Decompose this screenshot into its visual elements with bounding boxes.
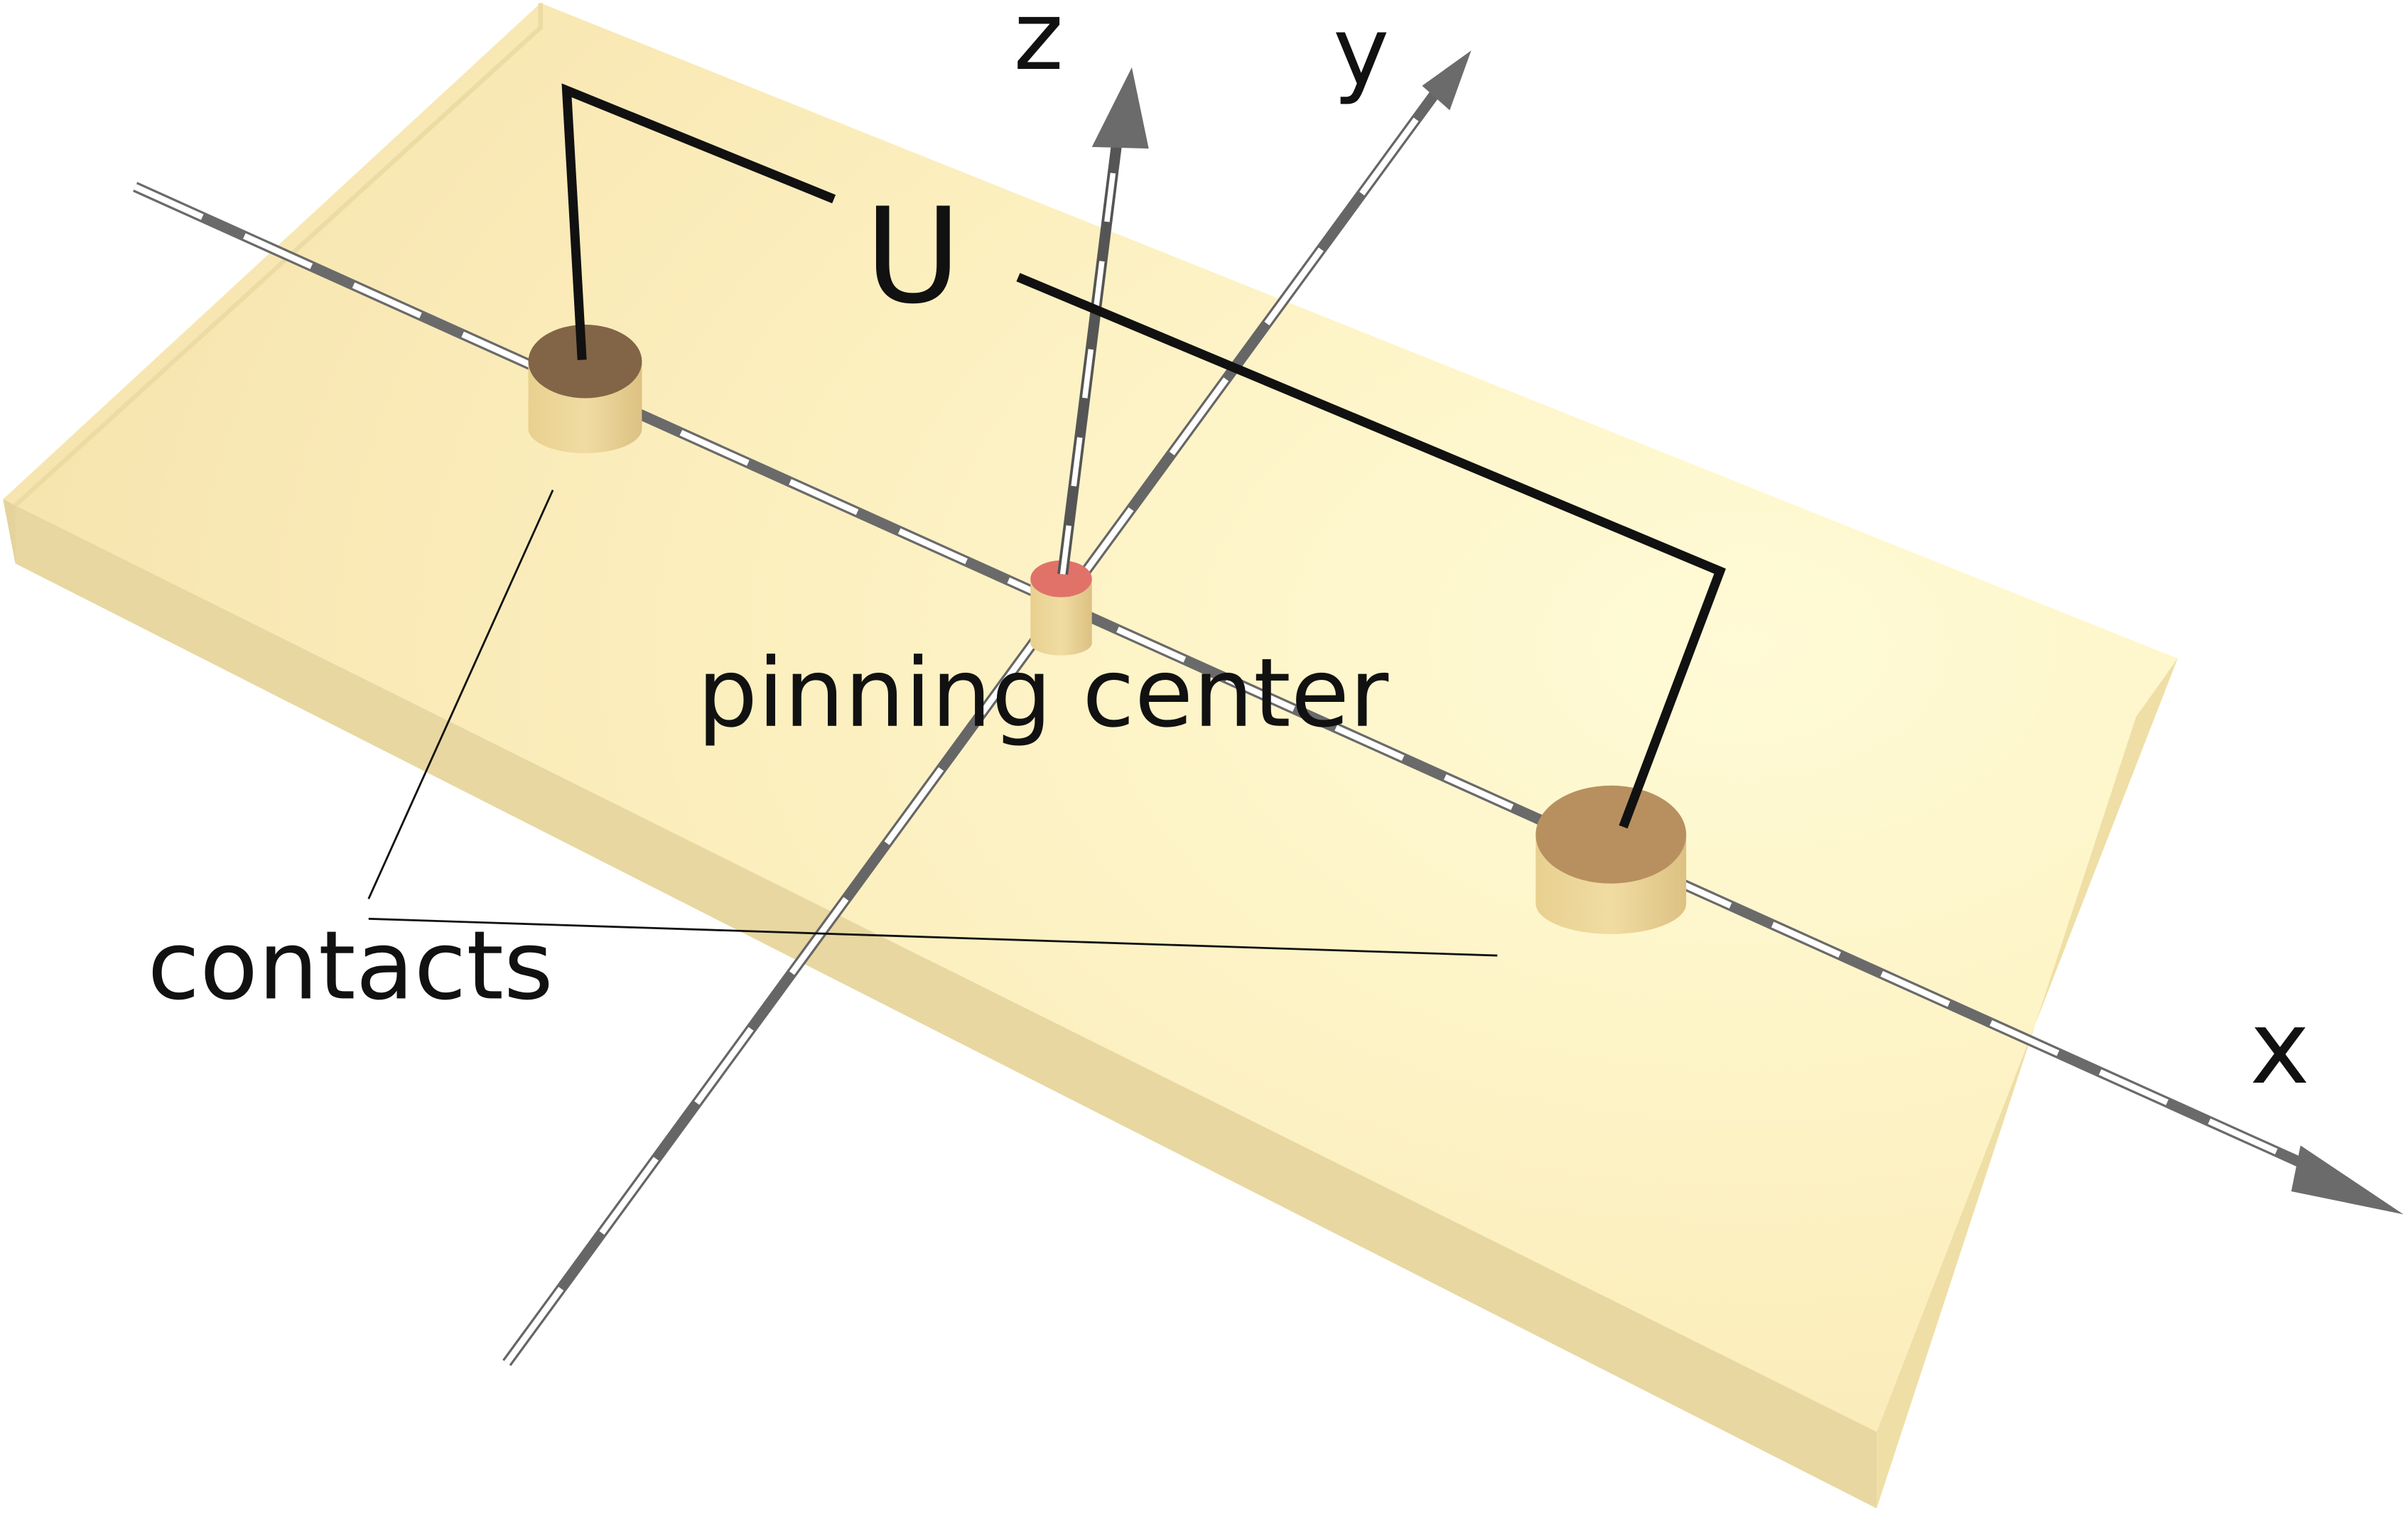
voltage-circuit	[561, 83, 1726, 829]
z-axis-label: z	[1013, 0, 1063, 92]
contact-left	[528, 324, 642, 454]
pinning-center-marker	[1030, 560, 1092, 656]
pinning-center-label: pinning center	[697, 638, 1389, 749]
slab-back-rim	[14, 3, 544, 507]
x-axis	[133, 182, 2404, 1215]
contacts-leader-lines	[367, 489, 1498, 957]
y-axis-arrowhead	[1422, 50, 1472, 111]
sample-slab	[3, 3, 2178, 1509]
contacts-label: contacts	[147, 911, 553, 1022]
y-axis-label: y	[1333, 0, 1389, 107]
x-axis-arrowhead	[2291, 1145, 2404, 1215]
voltage-label: U	[865, 180, 961, 333]
x-axis-label: x	[2250, 989, 2309, 1107]
y-axis	[502, 50, 1472, 1366]
slab-front-face	[3, 499, 1877, 1509]
slab-left-face	[3, 499, 16, 564]
z-axis	[1057, 67, 1149, 575]
z-axis-arrowhead	[1091, 67, 1149, 149]
wire-left	[561, 83, 836, 360]
wire-right	[1016, 273, 1726, 829]
contact-right	[1535, 785, 1687, 934]
